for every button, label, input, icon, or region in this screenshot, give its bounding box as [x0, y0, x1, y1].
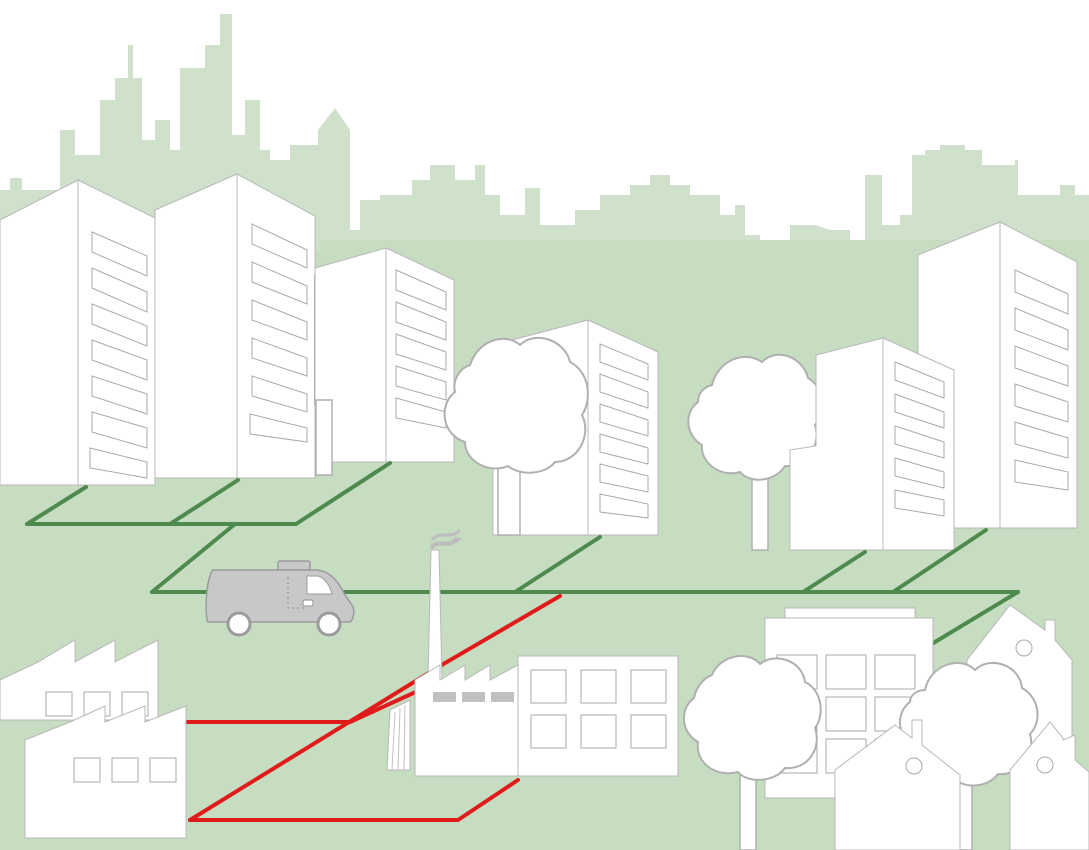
van-wheel: [226, 611, 252, 637]
red-distribution-network: [158, 594, 562, 822]
sawtooth-factory: [414, 664, 519, 777]
gabled-house: [834, 719, 961, 850]
building-windows: [1014, 269, 1069, 491]
high-rise-building: [314, 247, 455, 463]
sawtooth-factory: [24, 705, 187, 839]
office-building: [517, 655, 679, 777]
deciduous-tree: [443, 336, 589, 536]
factory-chimney: [386, 528, 462, 771]
sawtooth-factory: [0, 639, 159, 721]
delivery-van: [205, 560, 355, 637]
deciduous-tree: [315, 399, 333, 476]
high-rise-building: [0, 179, 156, 486]
gabled-house: [1009, 721, 1089, 850]
high-rise-building: [154, 173, 316, 479]
high-rise-building: [789, 337, 955, 551]
van-wheel: [316, 611, 342, 637]
deciduous-tree: [687, 353, 824, 551]
building-windows: [395, 269, 447, 429]
building-windows: [89, 231, 148, 479]
building-windows: [249, 223, 308, 443]
building-windows: [894, 361, 945, 517]
deciduous-tree: [683, 655, 822, 850]
high-rise-building: [917, 221, 1078, 529]
building-windows: [599, 343, 649, 519]
